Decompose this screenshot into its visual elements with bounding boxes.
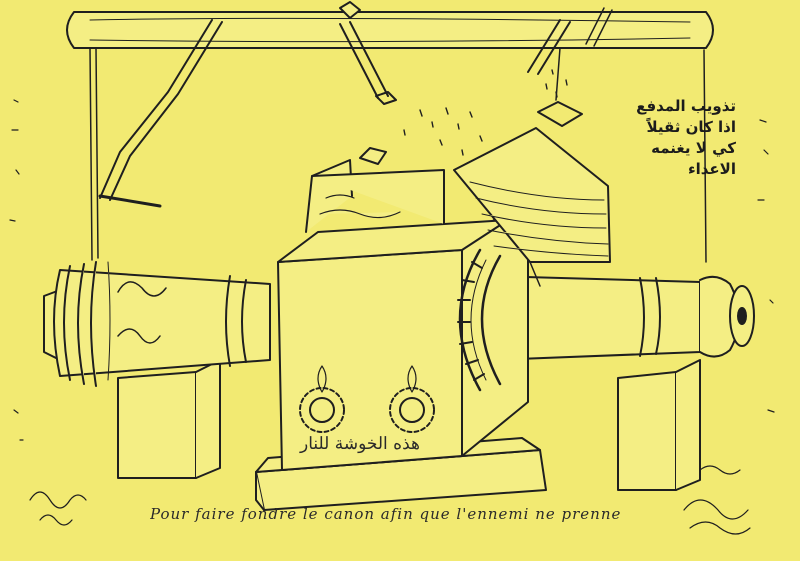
support-blocks [117,359,701,491]
cannon-barrel [43,261,755,387]
margin-doodles [9,99,775,535]
arabic-caption: تذويب المدفع اذا كان ثقيلاً كي لا يغنمه … [596,96,736,180]
caption-line: الاعداء [687,160,736,178]
caption-line: اذا كان ثقيلاً [646,118,736,136]
melting-box [255,147,547,511]
caption-line: تذويب المدفع [636,97,736,115]
box-inscription: هذه الخوشة للنار [300,434,420,454]
wooden-beam [66,1,714,49]
hanging-struts [89,7,707,263]
footer-handwritten-note: Pour faire fondre le canon afin que l'en… [150,505,622,523]
sparks [403,69,568,156]
box-roundels [299,365,435,433]
caption-line: كي لا يغنمه [651,139,736,157]
bellows [453,127,611,287]
furnace-bricks [457,248,502,392]
